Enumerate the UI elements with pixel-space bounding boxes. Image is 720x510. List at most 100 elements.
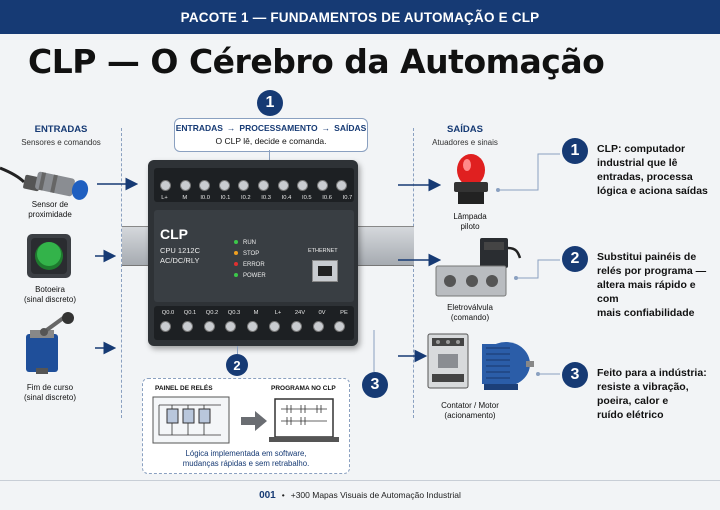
point-3-line: resiste a vibração, (597, 381, 689, 393)
led-power-label: POWER (243, 273, 266, 279)
point-2-line: mais confiabilidade (597, 307, 695, 319)
led-power-icon (234, 273, 238, 277)
plc-top-label: I0.6 (322, 195, 332, 201)
output-label-valve: Eletroválvula (comando) (428, 303, 512, 323)
inputs-header: ENTRADAS Sensores e comandos (0, 124, 122, 147)
led-run-label: RUN (243, 240, 256, 246)
point-1-line: industrial que lê (597, 157, 678, 169)
comparison-caption: Lógica implementada em software, mudança… (143, 449, 349, 469)
footer-text: +300 Mapas Visuais de Automação Industri… (290, 490, 461, 500)
plc-top-label: I0.2 (240, 195, 251, 201)
terminal-screw-icon (336, 180, 348, 191)
inputs-subheading: Sensores e comandos (21, 138, 101, 147)
footer-number: 001 (259, 489, 276, 501)
relay-panel-title: PAINEL DE RELÉS (155, 385, 213, 392)
plc-bottom-label: Q0.1 (183, 310, 197, 316)
relay-icons (158, 404, 221, 436)
flow-step-3: SAÍDAS (334, 123, 367, 133)
header-title: PACOTE 1 — FUNDAMENTOS DE AUTOMAÇÃO E CL… (180, 9, 540, 25)
inputs-heading: ENTRADAS (34, 124, 88, 135)
plc-led-panel: RUN STOP ERROR POWER (234, 238, 266, 282)
terminal-screw-icon (160, 321, 171, 332)
comparison-box: PAINEL DE RELÉS PROGRAMA NO CLP Lógica i… (142, 378, 350, 474)
flow-steps: ENTRADAS → PROCESSAMENTO → SAÍDAS (175, 123, 367, 133)
output-label-lamp-line2: piloto (460, 222, 480, 231)
input-label-button-line2: (sinal discreto) (23, 295, 76, 304)
plc-bottom-screws-row (160, 321, 356, 335)
divider-right (413, 128, 414, 418)
terminal-screw-icon (312, 321, 324, 332)
terminal-screw-icon (181, 321, 193, 332)
point-1-text: CLP: computador industrial que lê entrad… (597, 142, 715, 198)
plc-bottom-label: Q0.2 (205, 310, 219, 316)
point-3-line: Feito para a indústria: (597, 367, 707, 379)
arrow-right-icon (241, 411, 267, 431)
plc-top-label: I0.3 (261, 195, 271, 201)
plc-bottom-label: PE (340, 310, 348, 316)
led-error: ERROR (234, 260, 266, 271)
point-2-line: Substitui painéis de (597, 251, 697, 263)
terminal-screw-icon (218, 180, 230, 191)
plc-bottom-label: 0V (318, 310, 326, 316)
terminal-screw-icon (179, 180, 191, 191)
point-2-line: altera mais rápido e com (597, 279, 696, 305)
plc-power: AC/DC/RLY (160, 256, 200, 265)
point-2-text: Substitui painéis de relés por programa … (597, 250, 717, 320)
input-label-button: Botoeira (sinal discreto) (10, 285, 90, 305)
input-arrows (95, 177, 139, 355)
badge-3-connector (373, 330, 375, 372)
solenoid-valve-image (435, 238, 522, 297)
plc-top-label: L+ (161, 195, 168, 201)
plc-bottom-labels: Q0.0 Q0.1 Q0.2 Q0.3 M L+ 24V 0V PE (158, 310, 354, 316)
terminal-screw-icon (160, 180, 171, 191)
led-power: POWER (234, 271, 266, 282)
point-3-text: Feito para a indústria: resiste a vibraç… (597, 366, 715, 422)
flow-caption: O CLP lê, decide e comanda. (215, 136, 327, 146)
output-label-motor-line2: (acionamento) (444, 411, 496, 420)
comparison-caption-line2: mudanças rápidas e sem retrabalho. (182, 459, 310, 468)
terminal-screw-icon (316, 180, 328, 191)
point-1-badge: 1 (562, 138, 588, 164)
ethernet-label: ETHERNET (308, 248, 338, 254)
flow-step-1: ENTRADAS (175, 123, 223, 133)
plc-top-label: I0.0 (200, 195, 210, 201)
pilot-lamp-image (454, 154, 488, 204)
terminal-screw-icon (290, 321, 302, 332)
input-label-limit-line2: (sinal discreto) (23, 393, 76, 402)
input-label-limit-line1: Fim de curso (26, 383, 74, 392)
terminal-screw-icon (238, 180, 250, 191)
page-title: CLP — O Cérebro da Automação (28, 42, 605, 81)
plc-top-label: I0.4 (281, 195, 292, 201)
point-1-line: lógica e aciona saídas (597, 185, 708, 197)
output-label-valve-line1: Eletroválvula (447, 303, 493, 312)
input-label-sensor: Sensor de proximidade (10, 200, 90, 220)
contactor-motor-image (427, 333, 534, 390)
output-label-lamp: Lâmpada piloto (430, 212, 510, 232)
plc-top-screws-row (160, 180, 356, 194)
comparison-illustration (152, 396, 339, 444)
outputs-subheading: Atuadores e sinais (432, 138, 498, 147)
flow-box: ENTRADAS → PROCESSAMENTO → SAÍDAS O CLP … (174, 118, 368, 152)
plc-brand: CLP (160, 226, 188, 242)
terminal-screw-icon (247, 321, 259, 332)
point-2-badge: 2 (562, 246, 588, 272)
terminal-screw-icon (334, 321, 346, 332)
plc-bottom-label: L+ (274, 310, 282, 316)
input-label-limit: Fim de curso (sinal discreto) (10, 383, 90, 403)
plc-bottom-label: Q0.0 (161, 310, 175, 316)
led-stop-icon (234, 251, 238, 255)
plc-bottom-label: Q0.3 (227, 310, 241, 316)
footer-divider (0, 480, 720, 481)
terminal-screw-icon (225, 321, 237, 332)
output-label-motor-line1: Contator / Motor (441, 401, 499, 410)
output-arrows (398, 178, 442, 363)
terminal-screw-icon (297, 180, 309, 191)
input-label-sensor-line2: proximidade (28, 210, 72, 219)
plc-device: L+ M I0.0 I0.1 I0.2 I0.3 I0.4 I0.5 I0.6 … (148, 160, 358, 346)
badge-3-center: 3 (362, 372, 388, 398)
point-3-line: poeira, calor e (597, 395, 669, 407)
input-label-button-line1: Botoeira (35, 285, 65, 294)
badge-2-center: 2 (226, 354, 248, 376)
terminal-screw-icon (277, 180, 289, 191)
plc-top-labels: L+ M I0.0 I0.1 I0.2 I0.3 I0.4 I0.5 I0.6 … (156, 195, 356, 201)
